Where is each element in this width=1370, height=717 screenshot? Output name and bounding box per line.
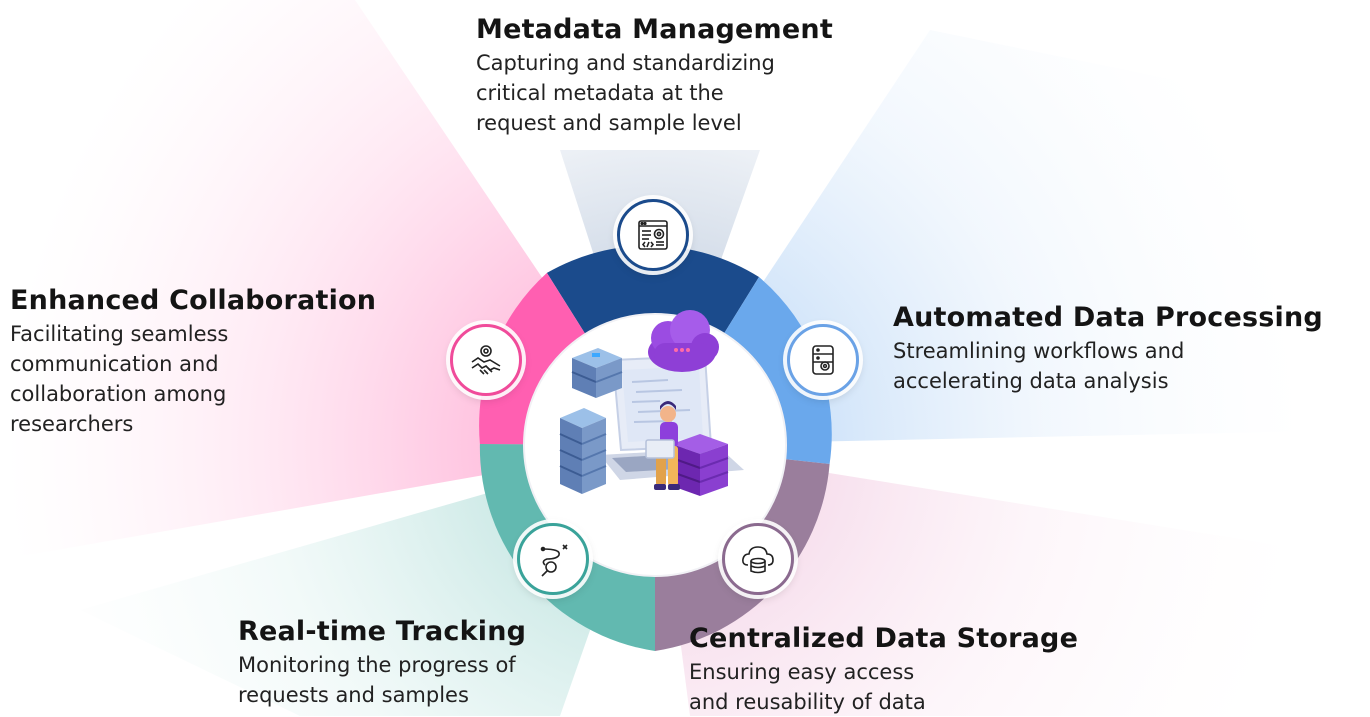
feature-title: Automated Data Processing (893, 302, 1323, 333)
purple-server-stack (671, 434, 729, 496)
feature-description: Streamlining workflows and accelerating … (893, 339, 1185, 393)
server-laptop-cloud-illustration (559, 310, 744, 496)
route-search-icon (517, 523, 589, 595)
cloud-shape (648, 310, 719, 372)
server-stack-tall (559, 408, 607, 494)
server-stack-top (571, 348, 623, 398)
person-figure (645, 401, 680, 490)
feature-description: Capturing and standardizing critical met… (476, 51, 775, 135)
feature-description: Monitoring the progress of requests and … (238, 653, 516, 707)
feature-title: Centralized Data Storage (689, 623, 1079, 654)
code-settings-window-icon (617, 199, 689, 271)
feature-description: Ensuring easy access and reusability of … (689, 660, 926, 714)
feature-automated-data-processing: Automated Data Processing Streamlining w… (893, 300, 1363, 396)
feature-enhanced-collaboration: Enhanced Collaboration Facilitating seam… (10, 283, 430, 439)
feature-real-time-tracking: Real-time Tracking Monitoring the progre… (238, 614, 658, 710)
feature-description: Facilitating seamless communication and … (10, 322, 229, 436)
database-gear-icon (787, 324, 859, 396)
feature-metadata-management: Metadata Management Capturing and standa… (476, 12, 896, 138)
cloud-database-icon (722, 523, 794, 595)
handshake-gear-icon (450, 324, 522, 396)
feature-title: Real-time Tracking (238, 616, 527, 647)
feature-centralized-data-storage: Centralized Data Storage Ensuring easy a… (689, 621, 1159, 717)
mauve-ray (655, 445, 1370, 716)
feature-title: Enhanced Collaboration (10, 285, 377, 316)
feature-title: Metadata Management (476, 14, 833, 45)
